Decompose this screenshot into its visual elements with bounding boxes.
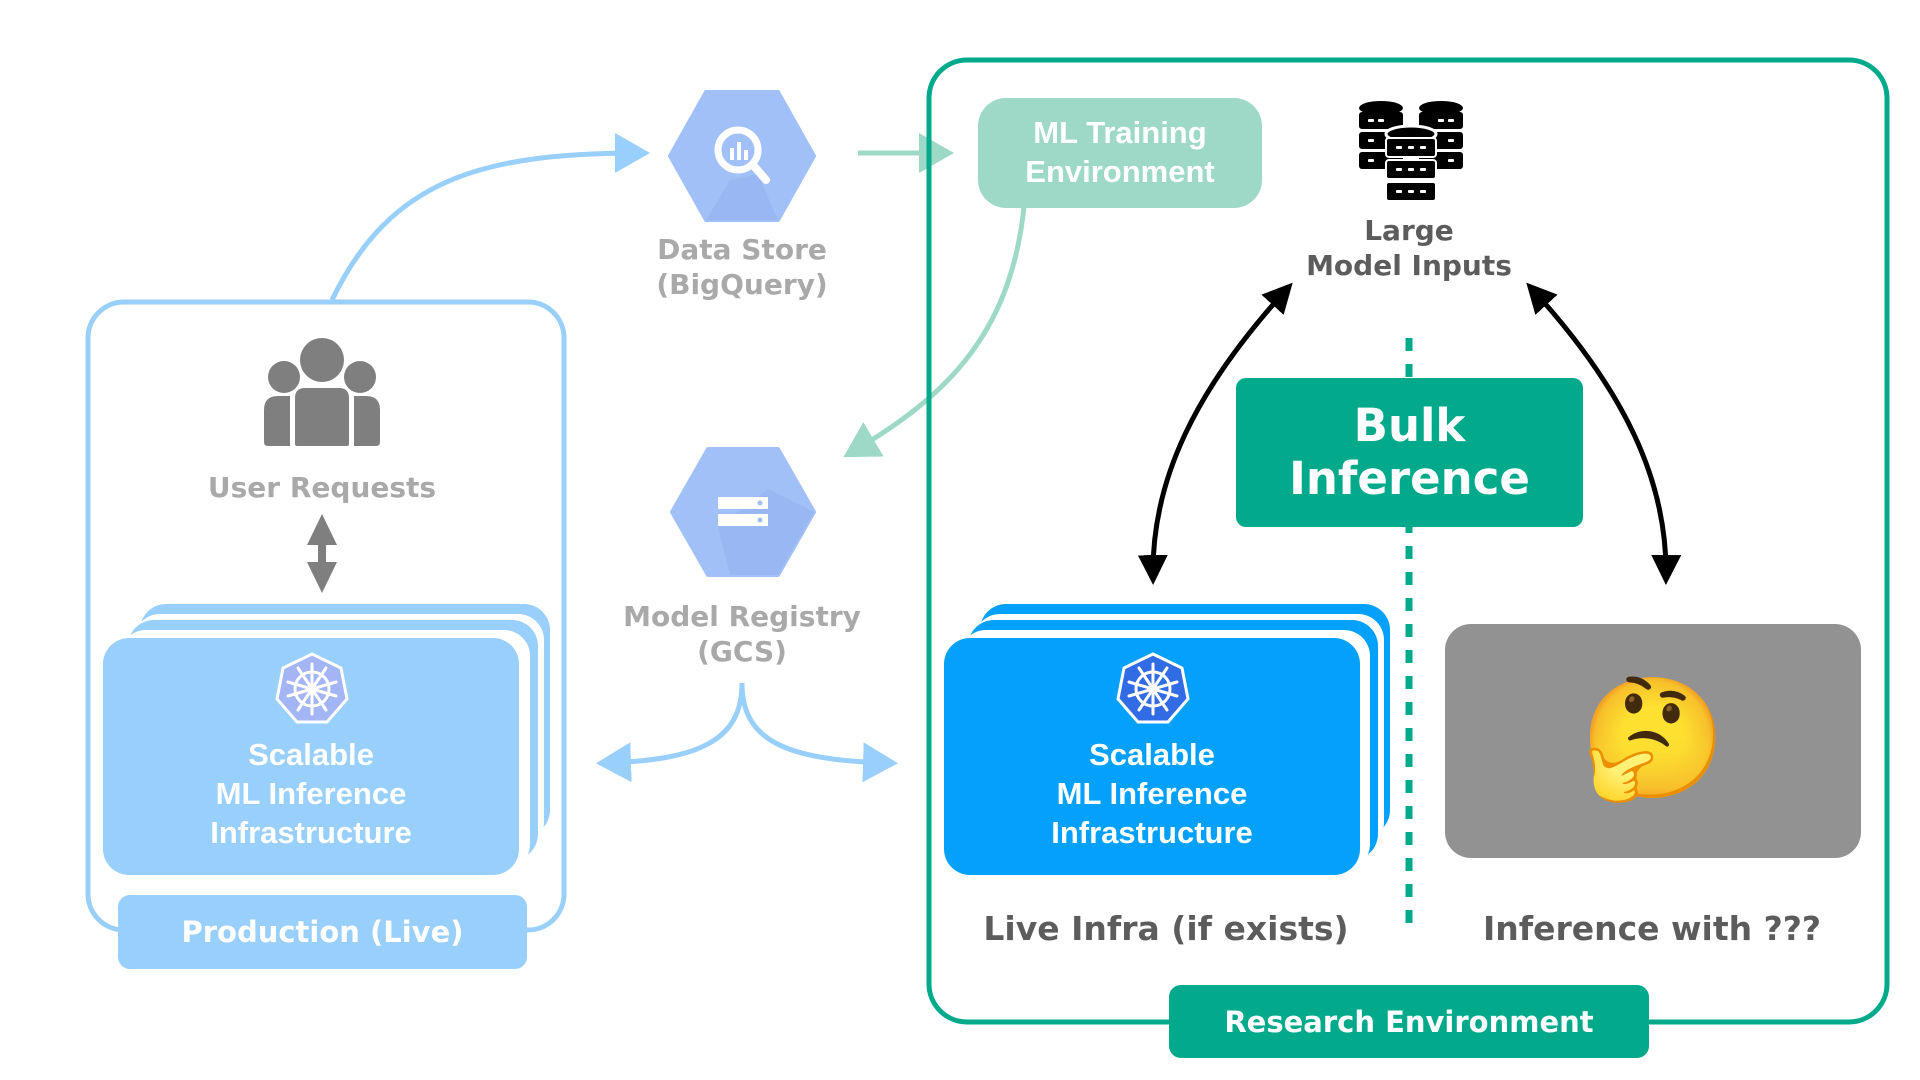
model-registry-line-1: Model Registry — [623, 600, 861, 633]
data-store-line-2: (BigQuery) — [656, 268, 828, 301]
data-store-line-1: Data Store — [657, 233, 827, 266]
arrow-registry-to-production — [596, 682, 745, 783]
user-requests-label: User Requests — [207, 471, 437, 504]
production-infra-card[interactable]: Scalable ML Inference Infrastructure — [103, 638, 519, 875]
arrow-registry-to-research — [739, 682, 898, 783]
unknown-inference-box[interactable]: 🤔 — [1445, 624, 1861, 858]
data-store-label: Data Store (BigQuery) — [592, 232, 892, 302]
thinking-face-icon: 🤔 — [1579, 669, 1727, 807]
model-registry-label: Model Registry (GCS) — [592, 599, 892, 669]
arrow-inputs-live-infra — [1137, 282, 1293, 585]
ml-training-title: ML Training Environment — [978, 113, 1262, 191]
arrow-training-to-registry — [843, 206, 1027, 458]
production-infra-title: Scalable ML Inference Infrastructure — [103, 735, 519, 852]
bulk-inference-title: Bulk Inference — [1236, 399, 1583, 505]
arrow-inputs-unknown — [1526, 282, 1682, 585]
live-infra-line-3: Infrastructure — [1051, 815, 1253, 850]
inputs-line-2: Model Inputs — [1306, 249, 1512, 282]
production-live-label[interactable]: Production (Live) — [118, 895, 527, 969]
cloud-storage-icon[interactable] — [670, 447, 816, 577]
training-line-2: Environment — [1025, 154, 1215, 189]
infra-line-2: ML Inference — [215, 776, 407, 811]
infra-line-1: Scalable — [248, 737, 374, 772]
live-infra-line-1: Scalable — [1089, 737, 1215, 772]
unknown-inference-caption: Inference with ??? — [1482, 909, 1822, 948]
research-environment-label[interactable]: Research Environment — [1169, 985, 1649, 1058]
arrow-production-to-datastore — [329, 133, 650, 302]
bulk-line-2: Inference — [1289, 452, 1530, 505]
kubernetes-icon — [275, 652, 349, 724]
training-line-1: ML Training — [1033, 115, 1207, 150]
bulk-inference-box[interactable]: Bulk Inference — [1236, 378, 1583, 527]
users-group-icon — [264, 338, 380, 446]
infra-line-3: Infrastructure — [210, 815, 412, 850]
bigquery-icon[interactable] — [668, 90, 816, 222]
live-infra-caption: Live Infra (if exists) — [983, 909, 1349, 948]
inputs-line-1: Large — [1364, 214, 1454, 247]
large-model-inputs-label: Large Model Inputs — [1259, 213, 1559, 283]
live-infra-title: Scalable ML Inference Infrastructure — [944, 735, 1360, 852]
live-infra-card[interactable]: Scalable ML Inference Infrastructure — [944, 638, 1360, 875]
user-request-bidirectional-arrow — [307, 514, 337, 593]
database-stack-icon — [1359, 101, 1463, 202]
bulk-line-1: Bulk — [1353, 399, 1466, 452]
ml-training-box[interactable]: ML Training Environment — [978, 98, 1262, 208]
kubernetes-icon — [1116, 652, 1190, 724]
model-registry-line-2: (GCS) — [697, 635, 787, 668]
live-infra-line-2: ML Inference — [1056, 776, 1248, 811]
